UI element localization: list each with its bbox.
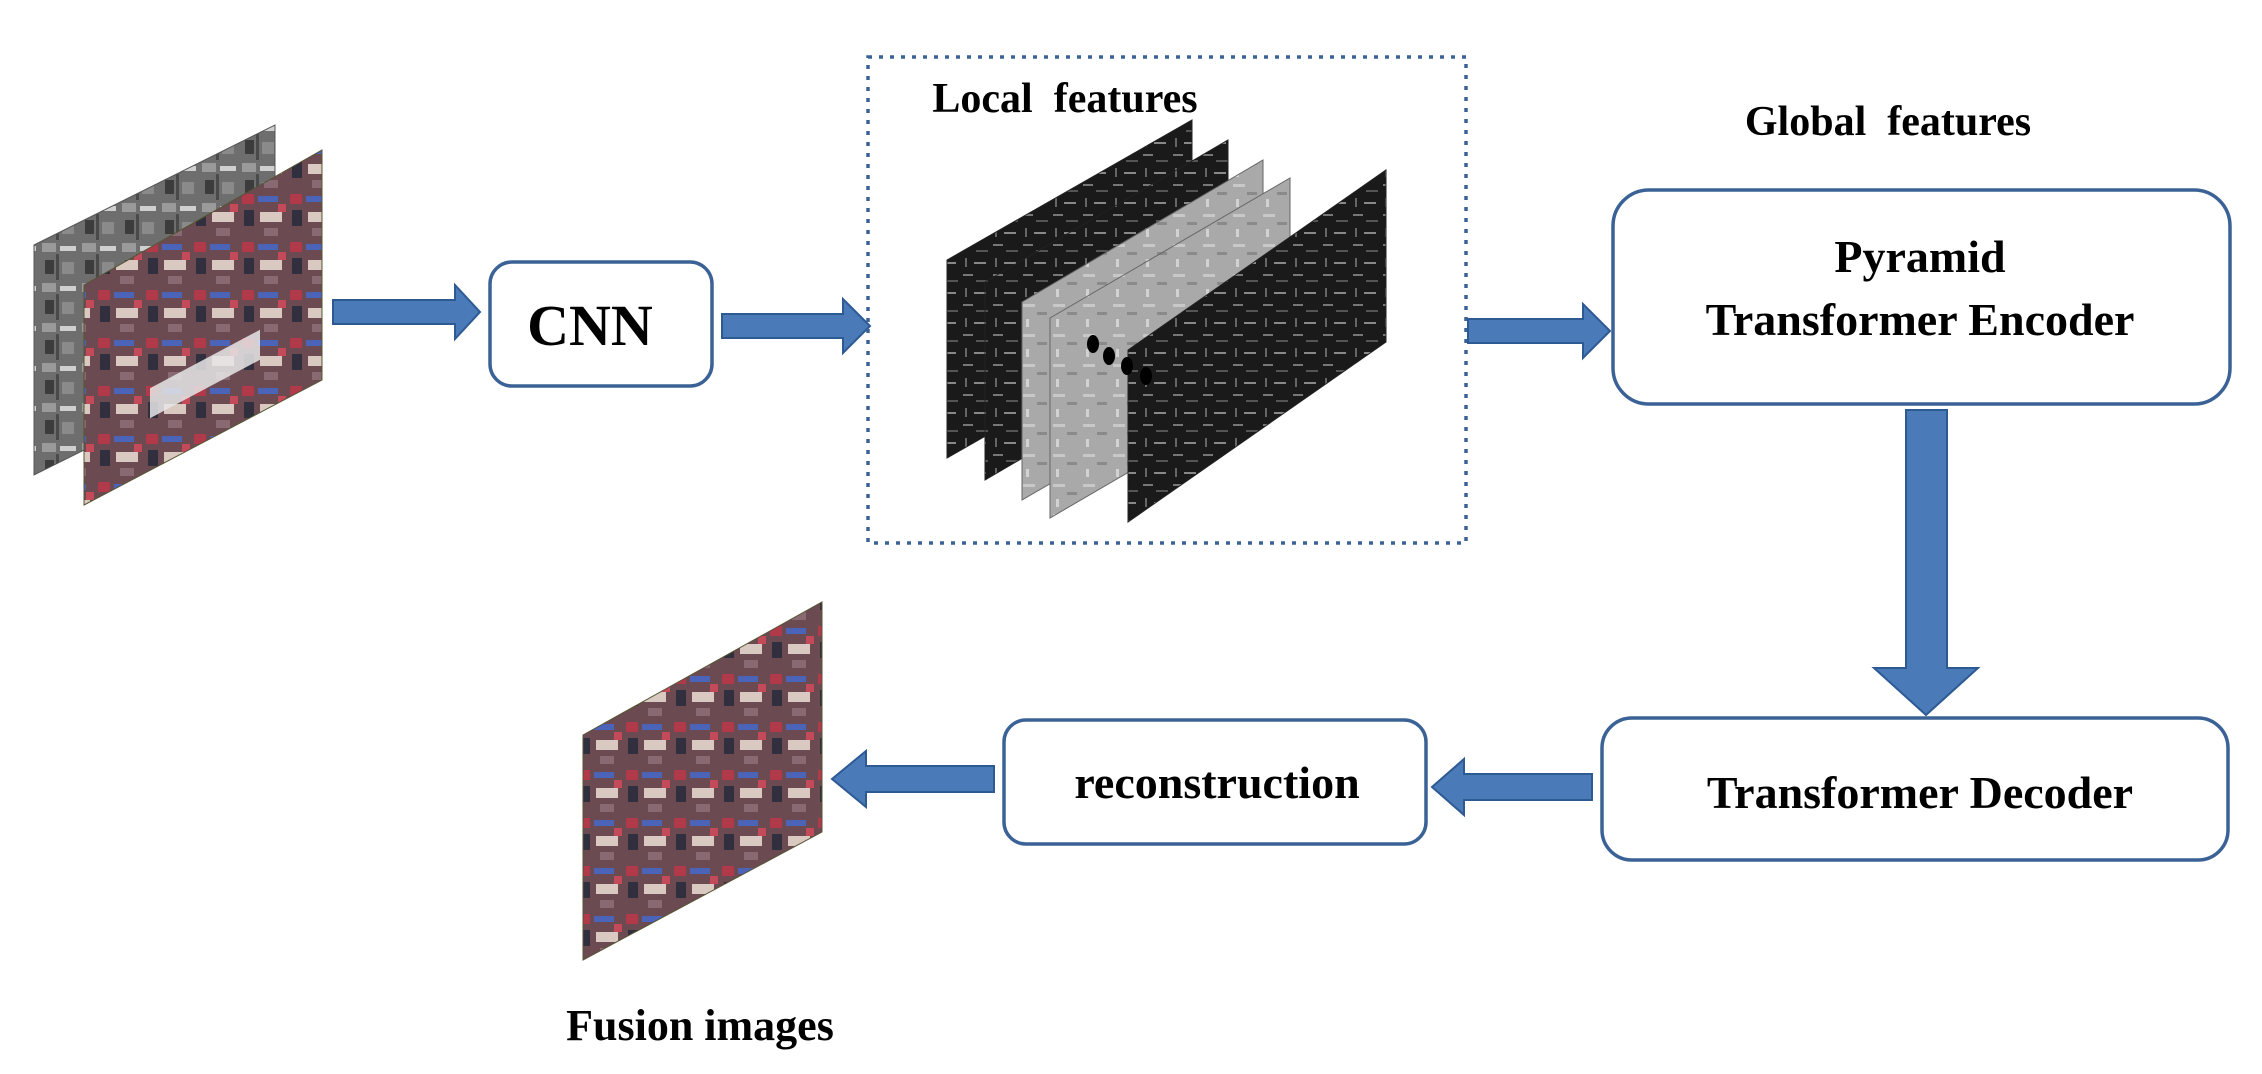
arrow-decoder-to-reconstruction bbox=[1430, 756, 1593, 818]
pyramid-encoder-box bbox=[1611, 188, 2232, 406]
local-features-label: Local features bbox=[932, 76, 1197, 122]
decoder-node: Transformer Decoder bbox=[1600, 716, 2230, 862]
input-image-highlight bbox=[150, 329, 260, 419]
cnn-label: CNN bbox=[527, 293, 653, 358]
arrow-cnn-to-local bbox=[721, 296, 872, 356]
feature-dot bbox=[1140, 367, 1152, 385]
feature-map-5 bbox=[1127, 169, 1387, 523]
reconstruction-node: reconstruction bbox=[1002, 718, 1428, 846]
input-images bbox=[33, 124, 323, 506]
cnn-box bbox=[488, 260, 714, 388]
reconstruction-box bbox=[1002, 718, 1428, 846]
decoder-box bbox=[1600, 716, 2230, 862]
arrow-reconstruction-to-fusion bbox=[830, 748, 995, 810]
feature-dot bbox=[1103, 347, 1115, 365]
cnn-node: CNN bbox=[488, 260, 714, 388]
pyramid-encoder-node: Pyramid Transformer Encoder bbox=[1611, 188, 2232, 406]
local-features-group: Local features bbox=[866, 55, 1468, 545]
input-image-color bbox=[83, 149, 323, 506]
reconstruction-label: reconstruction bbox=[1074, 757, 1359, 808]
local-features-frame bbox=[866, 55, 1468, 545]
global-features-label: Global features bbox=[1745, 99, 2031, 145]
pyramid-encoder-label-line2: Transformer Encoder bbox=[1706, 294, 2135, 345]
arrow-input-to-cnn bbox=[332, 282, 482, 342]
fusion-image-picture bbox=[582, 601, 823, 961]
feature-dot bbox=[1087, 335, 1099, 353]
arrow-encoder-to-decoder bbox=[1871, 409, 1981, 717]
feature-dot bbox=[1121, 357, 1133, 375]
pyramid-encoder-label-line1: Pyramid bbox=[1834, 231, 2006, 282]
fusion-image bbox=[582, 601, 823, 961]
decoder-label: Transformer Decoder bbox=[1707, 767, 2133, 818]
arrow-local-to-encoder bbox=[1467, 301, 1612, 361]
fusion-images-label: Fusion images bbox=[566, 1001, 834, 1050]
